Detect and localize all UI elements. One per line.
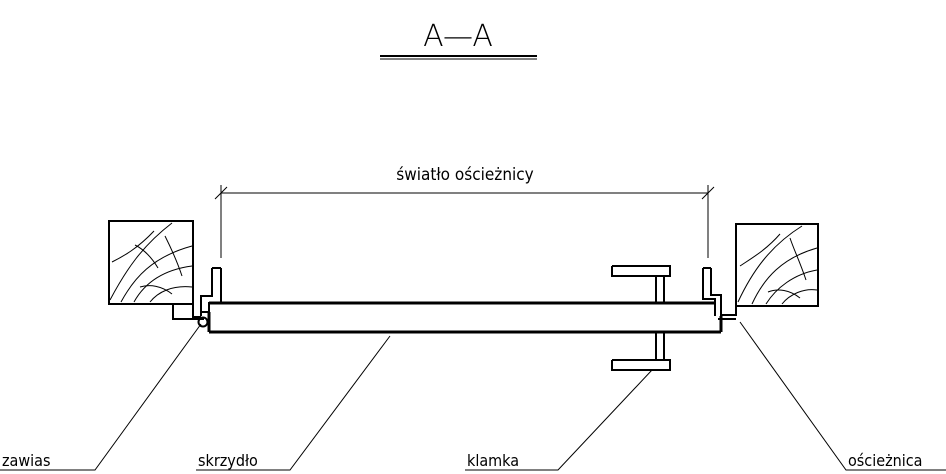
left-frame-wood: [108, 220, 194, 305]
section-title: A—A: [423, 19, 493, 54]
label-frame: ościeżnica: [848, 451, 923, 470]
dimension-label: światło ościeżnicy: [396, 165, 533, 185]
label-handle: klamka: [467, 451, 519, 470]
right-jamb-profile: [702, 267, 737, 320]
label-leaf: skrzydło: [198, 451, 258, 470]
leader-lines: [0, 321, 946, 471]
door-leaf: [201, 301, 723, 334]
left-jamb-profile: [172, 267, 222, 320]
hinge-circle: [197, 316, 209, 328]
door-handle: [611, 265, 671, 371]
right-frame-wood: [735, 223, 819, 307]
label-hinge: zawias: [2, 451, 50, 470]
dimension-line: [214, 185, 715, 258]
